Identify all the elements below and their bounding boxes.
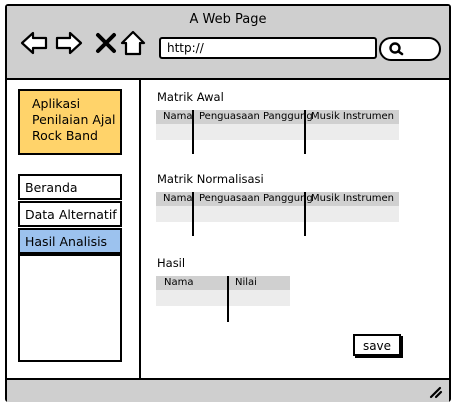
back-arrow-icon[interactable] xyxy=(19,28,49,58)
matrix-initial-title: Matrik Awal xyxy=(157,90,224,104)
column-header: Penguasaan Panggung xyxy=(199,111,313,122)
table-header xyxy=(156,192,399,206)
table-row xyxy=(156,124,399,140)
matrix-initial-table: Nama Penguasaan Panggung Musik Instrumen xyxy=(156,110,399,154)
table-row xyxy=(156,206,399,222)
sidebar: Aplikasi Penilaian Ajal Rock Band Berand… xyxy=(7,80,141,378)
column-header: Nama xyxy=(164,277,194,288)
home-icon[interactable] xyxy=(119,28,149,58)
sidebar-item-data-alternatif[interactable]: Data Alternatif xyxy=(18,201,122,227)
column-header: Musik Instrumen xyxy=(311,111,395,122)
status-bar xyxy=(7,378,449,402)
browser-window: A Web Page http:// Aplikasi Penilaian Aj… xyxy=(5,4,451,402)
close-icon[interactable] xyxy=(92,28,122,58)
save-button[interactable]: save xyxy=(353,334,401,356)
url-input[interactable]: http:// xyxy=(159,37,377,59)
result-title: Hasil xyxy=(157,256,186,270)
resize-handle-icon[interactable] xyxy=(427,383,443,399)
column-divider xyxy=(192,110,194,154)
table-header xyxy=(156,276,290,290)
column-header: Nama xyxy=(163,193,193,204)
app-title-line: Penilaian Ajal xyxy=(32,112,116,127)
app-title-line: Aplikasi xyxy=(32,96,81,111)
sidebar-item-beranda[interactable]: Beranda xyxy=(18,174,122,200)
window-title: A Web Page xyxy=(189,12,267,27)
table-row xyxy=(156,290,290,306)
matrix-normalized-title: Matrik Normalisasi xyxy=(157,172,264,186)
search-box[interactable] xyxy=(379,37,441,61)
column-header: Nama xyxy=(163,111,193,122)
forward-arrow-icon[interactable] xyxy=(54,28,84,58)
table-header xyxy=(156,110,399,124)
search-icon xyxy=(389,42,404,56)
column-divider xyxy=(227,276,229,322)
matrix-normalized-table: Nama Penguasaan Panggung Musik Instrumen xyxy=(156,192,399,236)
sidebar-item-hasil-analisis[interactable]: Hasil Analisis xyxy=(18,228,122,254)
browser-toolbar: A Web Page http:// xyxy=(7,6,449,80)
app-title-line: Rock Band xyxy=(32,128,98,143)
column-header: Musik Instrumen xyxy=(311,193,395,204)
column-header: Penguasaan Panggung xyxy=(199,193,313,204)
app-title-box: Aplikasi Penilaian Ajal Rock Band xyxy=(18,89,122,155)
column-divider xyxy=(304,192,306,236)
column-header: Nilai xyxy=(235,277,257,288)
sidebar-empty-area xyxy=(18,254,122,362)
column-divider xyxy=(304,110,306,154)
column-divider xyxy=(192,192,194,236)
result-table: Nama Nilai xyxy=(156,276,290,322)
